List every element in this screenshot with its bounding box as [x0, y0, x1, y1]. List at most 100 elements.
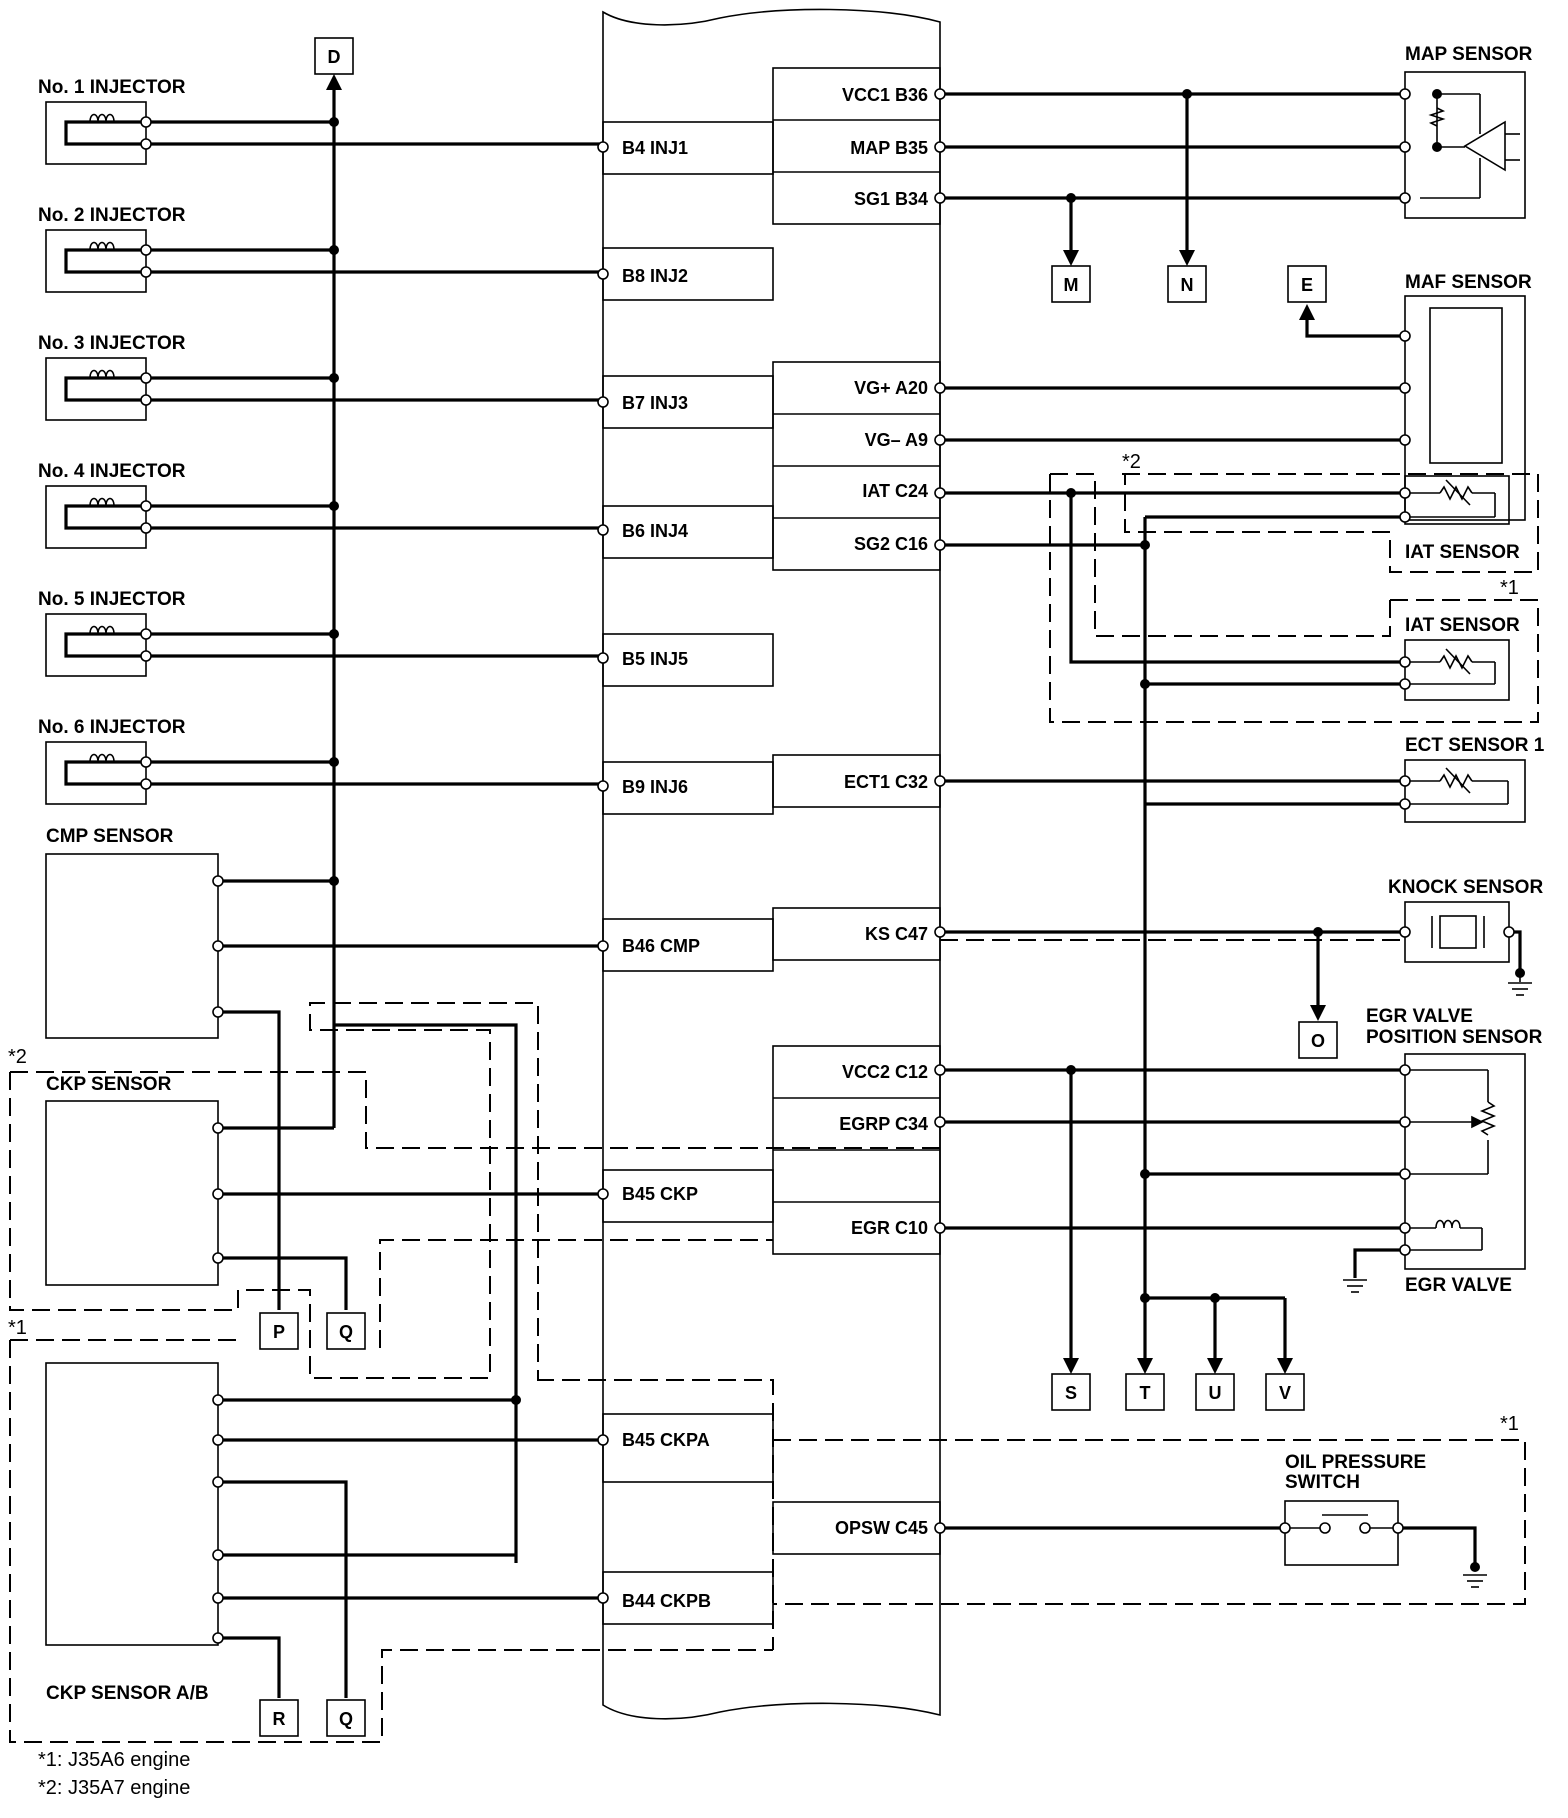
junction-dot [329, 117, 339, 127]
pin-terminal [212, 1252, 224, 1264]
injector-6 [64, 753, 603, 786]
injector-2 [64, 241, 603, 274]
arrow-up-icon [326, 74, 342, 90]
junction-dot [1432, 89, 1442, 99]
junction-dot [1313, 927, 1323, 937]
cmp-sensor [45, 853, 219, 1039]
pin-terminal [212, 1434, 224, 1446]
ect-sensor [1404, 759, 1526, 823]
oil-switch-variant-mark: *1 [1500, 1413, 1519, 1435]
arrow-down-icon [1137, 1358, 1153, 1374]
connector-r [259, 1699, 299, 1737]
knock-sensor [1404, 901, 1510, 963]
iat-sensor-2-variant-outline [1050, 473, 1539, 637]
pin-terminal [140, 628, 152, 640]
junction-dot [329, 245, 339, 255]
pin-terminal [597, 1592, 609, 1604]
svg-text:O: O [1311, 1031, 1325, 1051]
ecm-pin-ckp: B45 CKP [622, 1184, 698, 1204]
junction-dot [329, 501, 339, 511]
connector-q-upper [326, 1312, 366, 1350]
svg-text:T: T [1140, 1383, 1151, 1403]
injector-coil-icon [89, 497, 115, 507]
svg-text:N: N [1181, 275, 1194, 295]
pin-terminal [934, 539, 946, 551]
arrow-down-icon [1179, 250, 1195, 266]
svg-text:Q: Q [339, 1709, 353, 1729]
iat-sensor-1-variant-outline [1049, 474, 1539, 723]
egr-sensor-label-line1: EGR VALVE [1366, 1006, 1473, 1027]
ecm-pin-inj2: B8 INJ2 [622, 266, 688, 286]
arrow-down-icon [1277, 1358, 1293, 1374]
oil-switch-variant-outline [773, 1439, 1526, 1605]
connector-n [1167, 265, 1207, 303]
injector-coil-icon [89, 369, 115, 379]
svg-text:S: S [1065, 1383, 1077, 1403]
pin-terminal [1399, 1244, 1411, 1256]
junction-dot [1140, 540, 1150, 550]
ecm-pin-inj4: B6 INJ4 [622, 521, 688, 541]
iat-sensor-2-label: IAT SENSOR [1405, 542, 1520, 563]
pin-terminal [1399, 434, 1411, 446]
egr-valve-label: EGR VALVE [1405, 1275, 1512, 1296]
injector-group [45, 101, 147, 805]
arrow-down-icon [1063, 250, 1079, 266]
connector-o [1298, 1021, 1338, 1059]
connector-s [1051, 1373, 1091, 1411]
iat-sensor-2 [1404, 475, 1510, 525]
pin-terminal [140, 778, 152, 790]
ecm-pin-ckpa: B45 CKPA [622, 1430, 710, 1450]
cmp-sensor-wiring [218, 879, 603, 1310]
injector-4-label: No. 4 INJECTOR [38, 461, 186, 482]
connector-p [259, 1312, 299, 1350]
map-sensor-wiring [940, 92, 1405, 250]
ecm-pin-sg1: SG1 B34 [854, 189, 928, 209]
pin-terminal [597, 1188, 609, 1200]
egr-valve-position-sensor [1404, 1053, 1526, 1270]
pin-terminal [212, 1188, 224, 1200]
thermistor-icon [1405, 479, 1496, 518]
ecm-pin-opsw: OPSW C45 [835, 1518, 928, 1538]
injector-5-label: No. 5 INJECTOR [38, 589, 186, 610]
connector-t [1125, 1373, 1165, 1411]
connector-d [314, 37, 354, 75]
ecm-pin-sg2: SG2 C16 [854, 534, 928, 554]
ckp-sensor [45, 1100, 219, 1286]
junction-dot [1140, 1169, 1150, 1179]
oil-pressure-switch [1284, 1500, 1399, 1566]
svg-text:M: M [1064, 275, 1079, 295]
ckp-sensor-ab-variant-outline [9, 1339, 774, 1743]
pin-terminal [934, 1064, 946, 1076]
pin-terminal [1399, 330, 1411, 342]
connector-e [1287, 265, 1327, 303]
ecm-pin-cmp: B46 CMP [622, 936, 700, 956]
egr-sensor-label-line2: POSITION SENSOR [1366, 1027, 1543, 1048]
pin-terminal [934, 434, 946, 446]
pin-terminal [597, 940, 609, 952]
ckp-sensor-ab-label: CKP SENSOR A/B [46, 1683, 209, 1704]
knock-sensor-label: KNOCK SENSOR [1388, 877, 1543, 898]
junction-dot [1066, 193, 1076, 203]
ecm-pin-inj3: B7 INJ3 [622, 393, 688, 413]
pin-terminal [934, 1222, 946, 1234]
pin-terminal [934, 926, 946, 938]
junction-dot [1182, 89, 1192, 99]
connector-m [1051, 265, 1091, 303]
pin-terminal [212, 940, 224, 952]
junction-dot [1066, 488, 1076, 498]
pin-terminal [934, 775, 946, 787]
pin-terminal [1399, 382, 1411, 394]
pin-terminal [1399, 1168, 1411, 1180]
pin-terminal [140, 522, 152, 534]
potentiometer-icon [1405, 1069, 1497, 1175]
svg-text:Q: Q [339, 1322, 353, 1342]
pin-terminal [212, 1122, 224, 1134]
junction-dot [329, 876, 339, 886]
pin-terminal [934, 88, 946, 100]
iat-sensor-1-label: IAT SENSOR [1405, 615, 1520, 636]
junction-dot [1140, 1293, 1150, 1303]
ckp-sensor-ab-variant-mark: *1 [8, 1317, 27, 1339]
ecm-pin-vcc2: VCC2 C12 [842, 1062, 928, 1082]
injector-3-label: No. 3 INJECTOR [38, 333, 186, 354]
